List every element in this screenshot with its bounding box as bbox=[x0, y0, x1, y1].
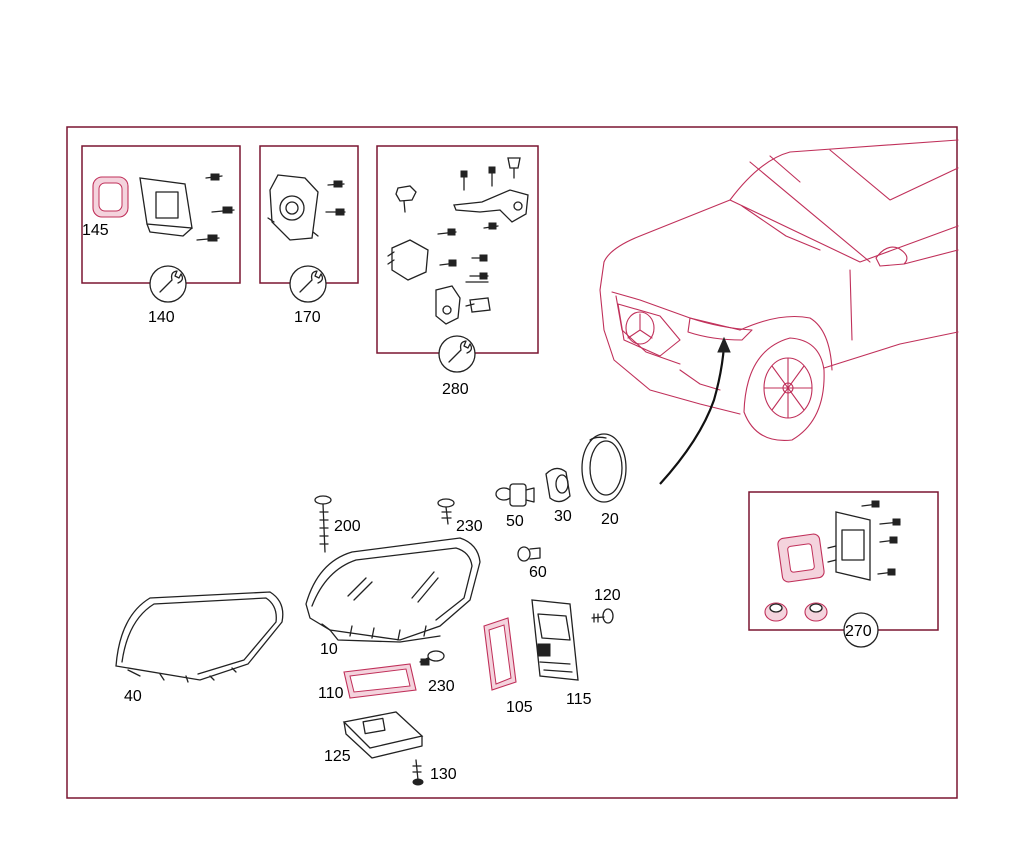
control-unit-115: 115 bbox=[531, 599, 592, 708]
mounting-plate bbox=[139, 177, 193, 229]
callout-110: 110 bbox=[318, 685, 344, 702]
screw-130: 130 bbox=[412, 759, 457, 786]
callout-270: 270 bbox=[845, 623, 872, 640]
location-arrow bbox=[659, 345, 726, 485]
cover-20: 20 bbox=[581, 433, 627, 528]
side-mirror bbox=[875, 246, 908, 267]
callout-230-top: 230 bbox=[456, 518, 483, 535]
diagram-frame bbox=[66, 126, 958, 799]
cap-30: 30 bbox=[545, 467, 572, 525]
sensor-module bbox=[391, 239, 429, 281]
inset-170: 170 bbox=[259, 145, 359, 326]
screw-230-lower: 230 bbox=[419, 650, 455, 695]
callout-40: 40 bbox=[124, 688, 142, 705]
screw-120: 120 bbox=[591, 587, 621, 624]
star-emblem bbox=[625, 311, 655, 345]
callout-60: 60 bbox=[529, 564, 547, 581]
inset-270: 270 bbox=[748, 491, 939, 648]
callout-145: 145 bbox=[82, 222, 109, 239]
callout-280: 280 bbox=[442, 381, 469, 398]
callout-105: 105 bbox=[506, 699, 533, 716]
bulb-60: 60 bbox=[517, 546, 547, 581]
mounting-bracket bbox=[453, 189, 529, 223]
headlamp-10: 10 bbox=[305, 537, 481, 658]
bulb-50: 50 bbox=[495, 483, 535, 530]
callout-50: 50 bbox=[506, 513, 524, 530]
lens-40: 40 bbox=[115, 591, 284, 705]
adjuster-housing bbox=[269, 174, 319, 241]
front-wheel bbox=[743, 337, 825, 441]
car-front-view bbox=[599, 139, 959, 485]
seal-105: 105 bbox=[483, 617, 533, 716]
nut bbox=[395, 185, 417, 202]
mounting-frame bbox=[835, 511, 871, 581]
callout-140: 140 bbox=[148, 309, 175, 326]
callout-20: 20 bbox=[601, 511, 619, 528]
callout-230-lower: 230 bbox=[428, 678, 455, 695]
callout-30: 30 bbox=[554, 508, 572, 525]
callout-115: 115 bbox=[566, 691, 592, 708]
callout-170: 170 bbox=[294, 309, 321, 326]
callout-10: 10 bbox=[320, 641, 338, 658]
screw-200: 200 bbox=[314, 495, 361, 553]
callout-130: 130 bbox=[430, 766, 457, 783]
callout-120: 120 bbox=[594, 587, 621, 604]
inset-140: 145 140 bbox=[81, 145, 241, 326]
ballast-125: 125 bbox=[324, 711, 424, 765]
gasket-110: 110 bbox=[318, 663, 417, 702]
callout-200: 200 bbox=[334, 518, 361, 535]
inset-280: 280 bbox=[376, 145, 539, 398]
callout-125: 125 bbox=[324, 748, 351, 765]
screw-230-top: 230 bbox=[437, 498, 483, 535]
clip bbox=[435, 285, 461, 325]
headlight-on-car bbox=[687, 317, 753, 341]
